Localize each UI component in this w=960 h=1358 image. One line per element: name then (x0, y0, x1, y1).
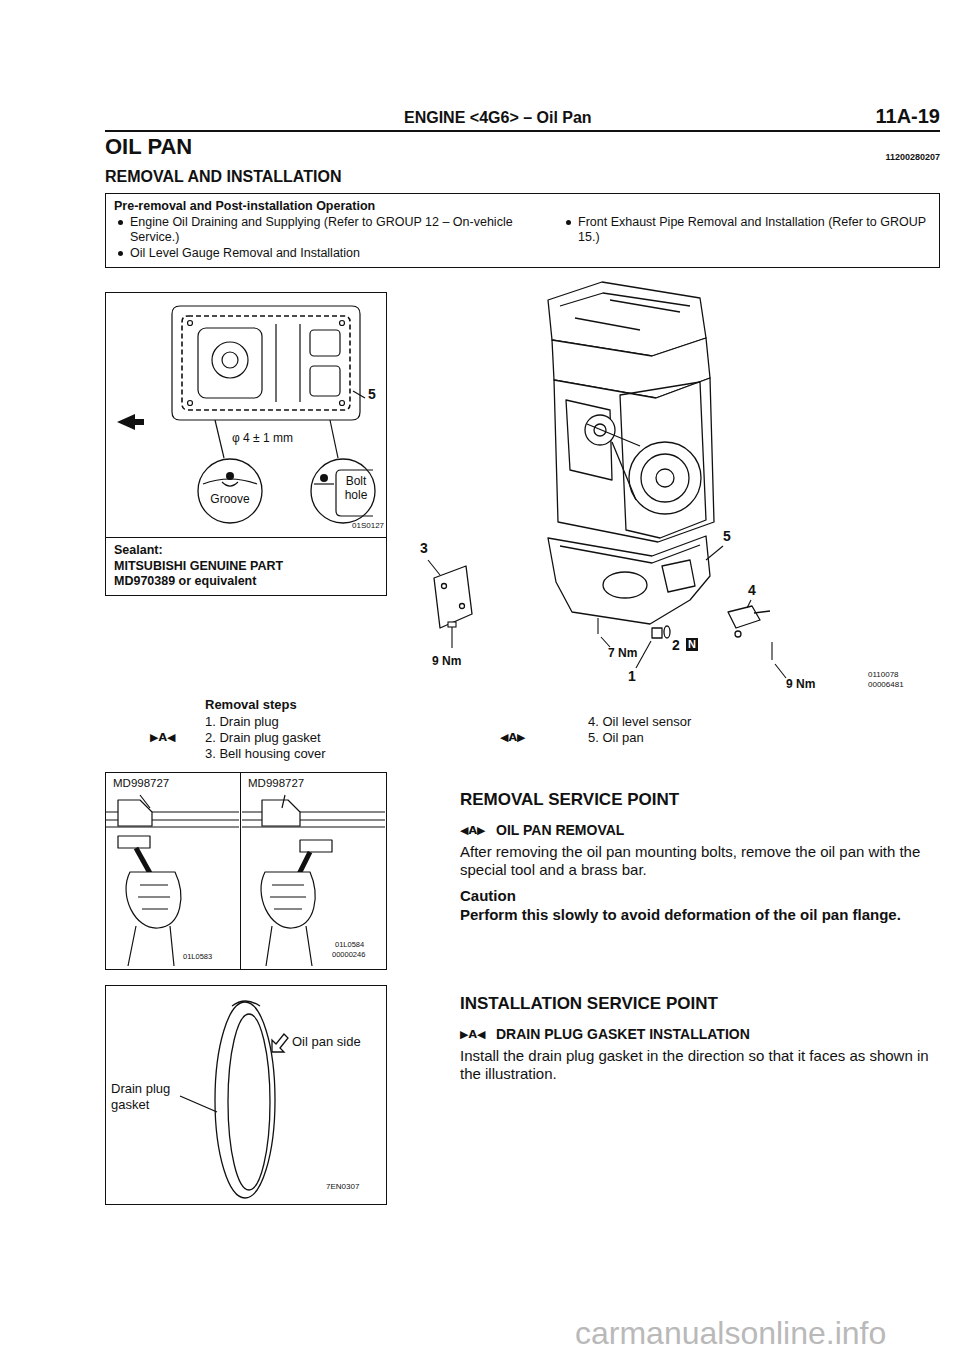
caution-text: Perform this slowly to avoid deformation… (460, 906, 940, 924)
watermark: carmanualsonline.info (575, 1314, 886, 1352)
list-heading: Removal steps (205, 697, 297, 713)
section-heading: INSTALLATION SERVICE POINT (460, 994, 718, 1014)
list-item: 2. Drain plug gasket (205, 730, 321, 746)
list-item: 5. Oil pan (588, 730, 644, 746)
sealant-bead (320, 474, 328, 482)
document-code: 11200280207 (885, 152, 940, 163)
list-item: 3. Bell housing cover (205, 746, 326, 762)
bolt-hole-detail (314, 470, 373, 516)
page-number: 11A-19 (876, 104, 941, 128)
node-heading: Groove (203, 492, 257, 506)
detail-circle: Groove (197, 458, 263, 524)
node-heading: Sealant: (114, 543, 374, 558)
bullet (566, 220, 571, 225)
direction-arrow (117, 414, 135, 430)
callout-number: 5 (723, 528, 731, 545)
callout-number: 5 (368, 386, 376, 403)
node-text: Front Exhaust Pipe Removal and Installat… (578, 215, 928, 245)
dimension: φ 4 ± 1 mm (232, 431, 293, 445)
new-part-mark: N (686, 638, 698, 651)
node-text: 00000246 (332, 950, 365, 959)
node-heading: Drain plug gasket (111, 1081, 189, 1112)
torque-value: 9 Nm (432, 654, 461, 668)
oil-pan-top-view (172, 306, 365, 458)
callout-number: 3 (420, 540, 428, 557)
special-tool-drawing (106, 795, 385, 966)
section-heading: REMOVAL AND INSTALLATION (105, 167, 341, 186)
node-text: 7EN0307 (326, 1182, 359, 1192)
engine-drawing (434, 282, 770, 638)
bullet (118, 220, 123, 225)
groove-detail (203, 479, 257, 486)
node-text: 01L0583 (183, 952, 212, 961)
service-mark: ▶A◀ (460, 1028, 485, 1041)
service-mark: ◀A▶ (460, 824, 485, 837)
header-rule (105, 130, 940, 132)
sealant-box: Sealant:MITSUBISHI GENUINE PART MD970389… (106, 537, 386, 595)
node-heading: 01S0127 (352, 521, 384, 531)
node-text: Engine Oil Draining and Supplying (Refer… (130, 215, 520, 245)
body-text: After removing the oil pan mounting bolt… (460, 843, 940, 879)
caution-heading: Caution (460, 887, 516, 905)
node-heading: Bolt hole (341, 474, 371, 503)
subheading: DRAIN PLUG GASKET INSTALLATION (496, 1026, 750, 1043)
torque-value: 7 Nm (608, 646, 637, 660)
circle-outline (197, 458, 263, 524)
figure-code: 0110078 (868, 670, 899, 680)
node-text: MITSUBISHI GENUINE PART MD970389 or equi… (114, 559, 329, 589)
sealant-bead (226, 472, 234, 480)
list-item: 1. Drain plug (205, 714, 279, 730)
callout-number: 4 (748, 582, 756, 599)
detail-circle: Bolt hole (310, 458, 376, 524)
service-mark: ◀A▶ (500, 731, 525, 744)
callout-number: 1 (628, 668, 636, 685)
node-heading: MD998727 (113, 777, 169, 791)
node-heading: MD998727 (248, 777, 304, 791)
service-mark: ▶A◀ (150, 731, 175, 744)
node-text: 01L0584 (335, 940, 364, 949)
torque-value: 9 Nm (786, 677, 815, 691)
node-heading: Pre-removal and Post-installation Operat… (114, 199, 544, 214)
node-text: Oil Level Gauge Removal and Installation (130, 246, 520, 261)
section-heading: REMOVAL SERVICE POINT (460, 790, 679, 810)
callout-number: 2 (672, 637, 680, 654)
leader-lines (428, 546, 786, 678)
figure-code: 00006481 (868, 680, 904, 690)
page-title: OIL PAN (105, 134, 192, 160)
list-item: 4. Oil level sensor (588, 714, 691, 730)
direction-arrow (134, 419, 144, 425)
gasket-drawing (180, 1001, 288, 1198)
figure-frame: MD998727 01L0583 (105, 772, 241, 970)
subheading: OIL PAN REMOVAL (496, 822, 624, 839)
page-header: ENGINE <4G6> – Oil Pan (404, 108, 592, 127)
figure-frame: MD998727 01L058400000246 (240, 772, 387, 970)
bullet (118, 251, 123, 256)
body-text: Install the drain plug gasket in the dir… (460, 1047, 940, 1083)
node-text: Oil pan side (292, 1034, 361, 1050)
operation-box: Pre-removal and Post-installation Operat… (105, 193, 940, 268)
figure-frame: Drain plug gasket Oil pan side 7EN0307 (105, 985, 387, 1205)
